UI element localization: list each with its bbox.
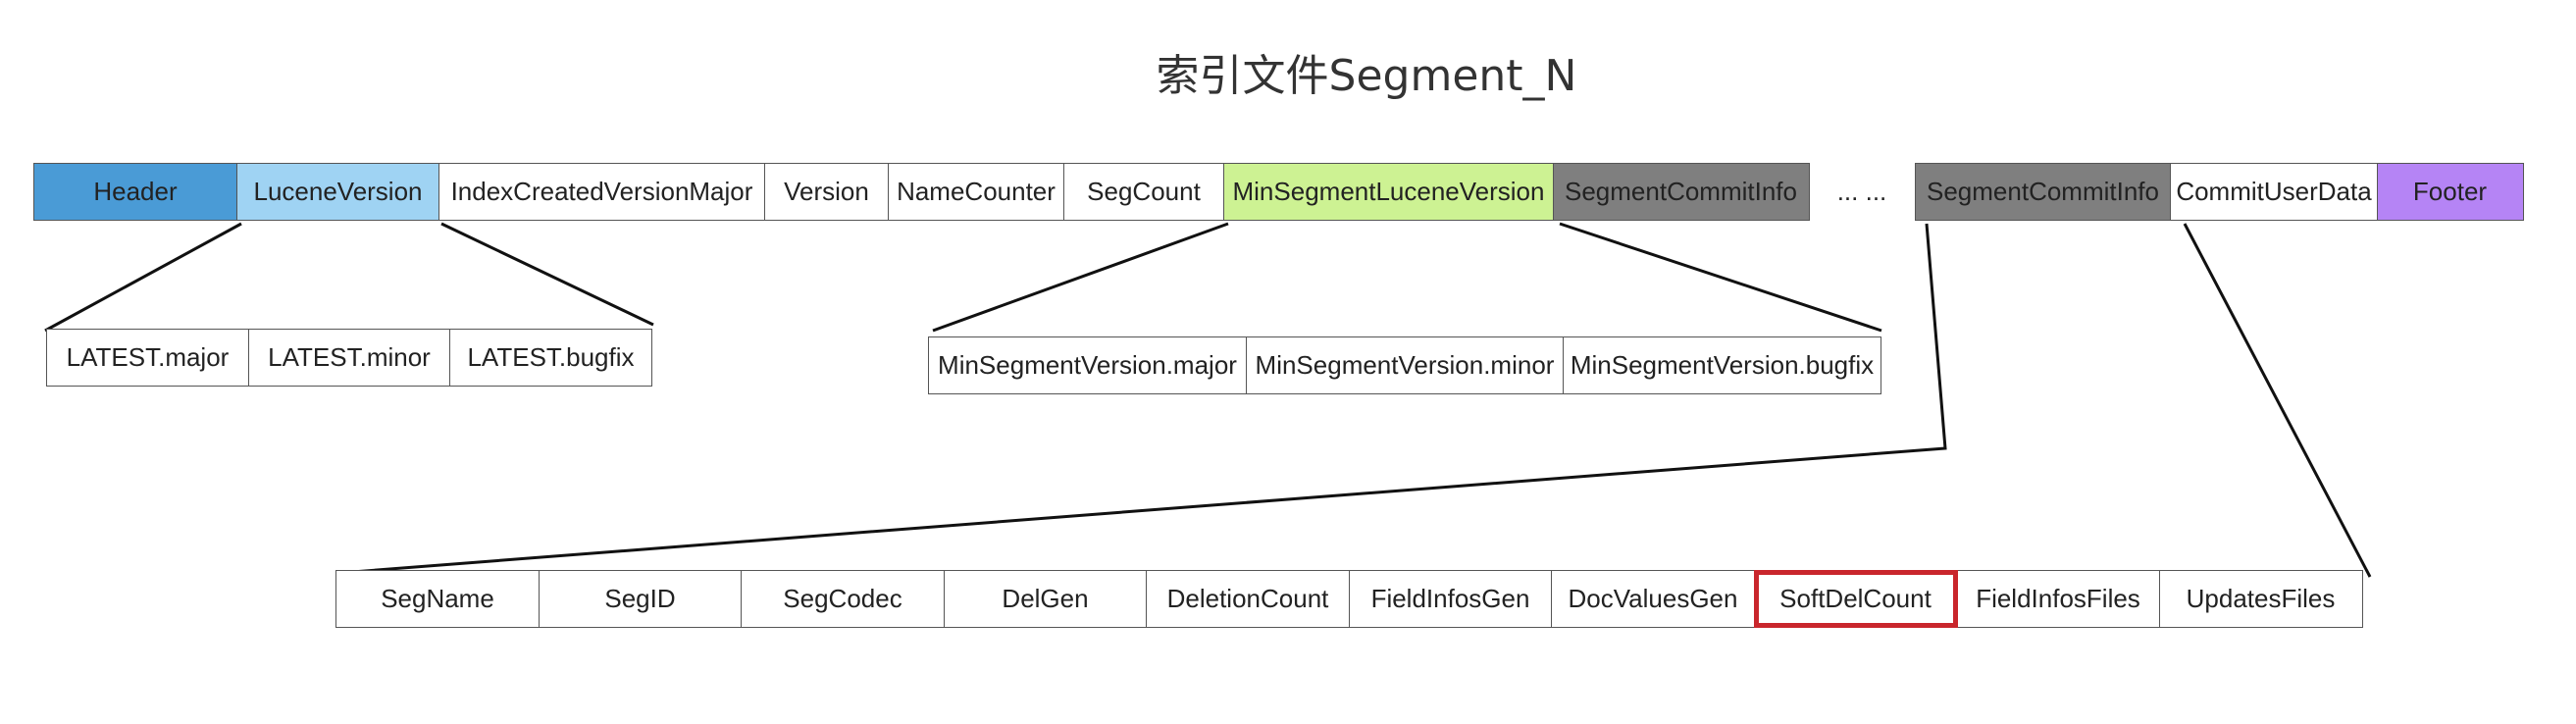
field-indexcreatedversionmajor: IndexCreatedVersionMajor: [438, 163, 765, 221]
segment-commit-info-field-fieldinfosgen: FieldInfosGen: [1348, 570, 1553, 628]
diagram-title: 索引文件Segment_N: [1156, 51, 1577, 101]
segment-commit-info-field-docvaluesgen: DocValuesGen: [1551, 570, 1755, 628]
field-minsegmentluceneversion: MinSegmentLuceneVersion: [1223, 163, 1554, 221]
field-segmentcommitinfo: SegmentCommitInfo: [1552, 163, 1810, 221]
min-segment-version-field-minsegmentversion-bugfix: MinSegmentVersion.bugfix: [1563, 336, 1881, 394]
field-ellipsis: ... ...: [1836, 177, 1887, 206]
segment-commit-info-field-segname: SegName: [335, 570, 540, 628]
field-namecounter: NameCounter: [888, 163, 1064, 221]
min-segment-version-field-minsegmentversion-major: MinSegmentVersion.major: [928, 336, 1247, 394]
connector-minseg-right: [1559, 222, 1882, 333]
connector-luceneversion-right: [440, 222, 654, 327]
field-header: Header: [33, 163, 237, 221]
segment-commit-info-field-softdelcount: SoftDelCount: [1753, 570, 1958, 628]
segment-commit-info-field-segid: SegID: [538, 570, 743, 628]
field-commituserdata: CommitUserData: [2170, 163, 2378, 221]
segment-commit-info-field-delgen: DelGen: [943, 570, 1148, 628]
field-segmentcommitinfo: SegmentCommitInfo: [1914, 163, 2172, 221]
field-luceneversion: LuceneVersion: [235, 163, 440, 221]
connector-luceneversion-left: [44, 222, 242, 333]
field-version: Version: [763, 163, 890, 221]
field-footer: Footer: [2376, 163, 2524, 221]
connector-minseg-left: [932, 222, 1229, 333]
field-segcount: SegCount: [1062, 163, 1225, 221]
connector-sci-right: [2183, 223, 2372, 578]
segment-commit-info-field-segcodec: SegCodec: [741, 570, 945, 628]
segment-commit-info-field-deletioncount: DeletionCount: [1146, 570, 1350, 628]
min-segment-version-field-minsegmentversion-minor: MinSegmentVersion.minor: [1245, 336, 1565, 394]
lucene-version-field-latest-major: LATEST.major: [46, 329, 249, 387]
segment-commit-info-field-updatesfiles: UpdatesFiles: [2158, 570, 2363, 628]
lucene-version-field-latest-minor: LATEST.minor: [247, 329, 451, 387]
lucene-version-field-latest-bugfix: LATEST.bugfix: [449, 329, 652, 387]
connector-sci-left: [338, 223, 1947, 575]
segment-commit-info-field-fieldinfosfiles: FieldInfosFiles: [1956, 570, 2160, 628]
